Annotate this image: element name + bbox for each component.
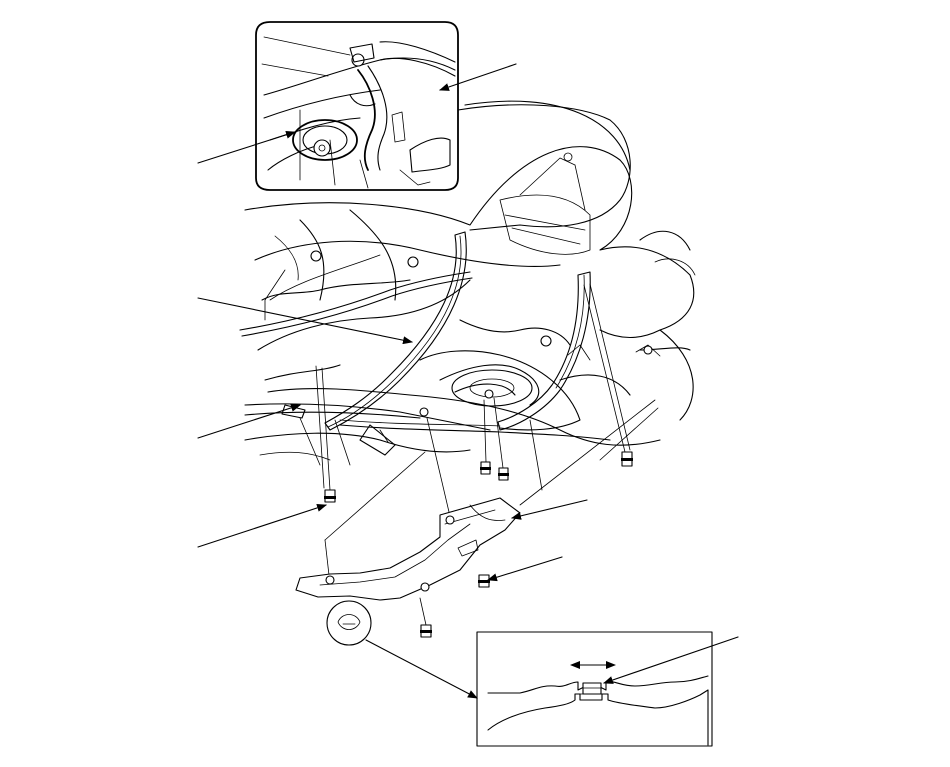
leader-5 (197, 297, 413, 345)
guide-lines (324, 399, 659, 585)
fuel-tank-strap-left (324, 231, 467, 431)
leader-9 (487, 556, 563, 582)
bolt-shield-bottom (419, 597, 432, 638)
leader-6 (197, 403, 301, 439)
bolt-shield-right (478, 574, 490, 588)
leader-1 (263, 36, 351, 56)
heat-shield (295, 497, 521, 601)
inset-fuel-hose-detail (255, 21, 631, 231)
leader-2 (261, 63, 329, 77)
bolt-center-2 (493, 397, 509, 481)
leader-10 (603, 636, 739, 684)
leader-lines (197, 36, 739, 699)
inset-clip-detail (476, 631, 713, 747)
mounting-bolts (315, 283, 633, 638)
leader-4 (197, 130, 296, 164)
bolt-left (315, 365, 336, 503)
fuel-tank-strap-right (497, 271, 591, 431)
clip-magnify-circle (326, 600, 372, 646)
vehicle-underbody (239, 100, 696, 466)
leader-magnify (365, 639, 478, 699)
leader-3 (439, 63, 517, 91)
leader-7 (197, 504, 327, 548)
leader-8 (511, 499, 588, 520)
bolt-right (583, 283, 633, 467)
bolt-center-1 (480, 399, 491, 475)
